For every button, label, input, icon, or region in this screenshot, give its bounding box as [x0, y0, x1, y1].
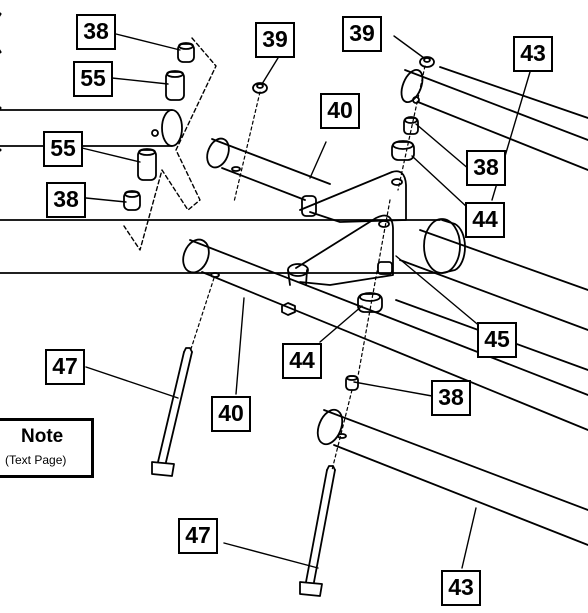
- label-44-upper: 44: [465, 202, 505, 238]
- label-44-lower: 44: [282, 343, 322, 379]
- part-44-upper: [391, 140, 415, 161]
- part-55-top: [165, 70, 185, 101]
- bracket-45: [287, 214, 394, 286]
- break-line: [123, 37, 217, 251]
- label-40-upper: 40: [320, 93, 360, 129]
- tube-40-upper: [206, 137, 331, 201]
- label-43-top: 43: [513, 36, 553, 72]
- label-38-right-upper: 38: [466, 150, 506, 186]
- bolt-47-lower: [299, 465, 336, 597]
- part-38-bottom-left: [123, 190, 141, 211]
- label-38-right-lower: 38: [431, 380, 471, 416]
- tube-40-lower: [182, 238, 588, 431]
- label-38-bottom-left: 38: [46, 182, 86, 218]
- assembly-axes: [189, 65, 426, 471]
- label-55-top: 55: [73, 61, 113, 97]
- part-55-bottom: [137, 148, 157, 181]
- label-47-upper: 47: [45, 349, 85, 385]
- label-39-left: 39: [255, 22, 295, 58]
- label-43-bottom: 43: [441, 570, 481, 606]
- note-title: Note: [21, 426, 64, 447]
- label-38-top-left: 38: [76, 14, 116, 50]
- label-47-lower: 47: [178, 518, 218, 554]
- note-subtitle: (Text Page): [5, 453, 67, 467]
- leader-lines: [81, 33, 531, 569]
- label-55-bottom: 55: [43, 131, 83, 167]
- main-cross-tube: [0, 218, 466, 274]
- part-38-top-left: [177, 42, 195, 63]
- tube-43-bottom: [316, 408, 588, 546]
- bracket-upper-plate: [299, 170, 407, 223]
- part-39-right: [419, 56, 435, 68]
- note-box: Note (Text Page): [0, 418, 94, 478]
- frame-tube-top-left: [0, 109, 183, 147]
- bolt-47-upper: [151, 347, 193, 477]
- label-39-right: 39: [342, 16, 382, 52]
- label-45: 45: [477, 322, 517, 358]
- label-40-lower: 40: [211, 396, 251, 432]
